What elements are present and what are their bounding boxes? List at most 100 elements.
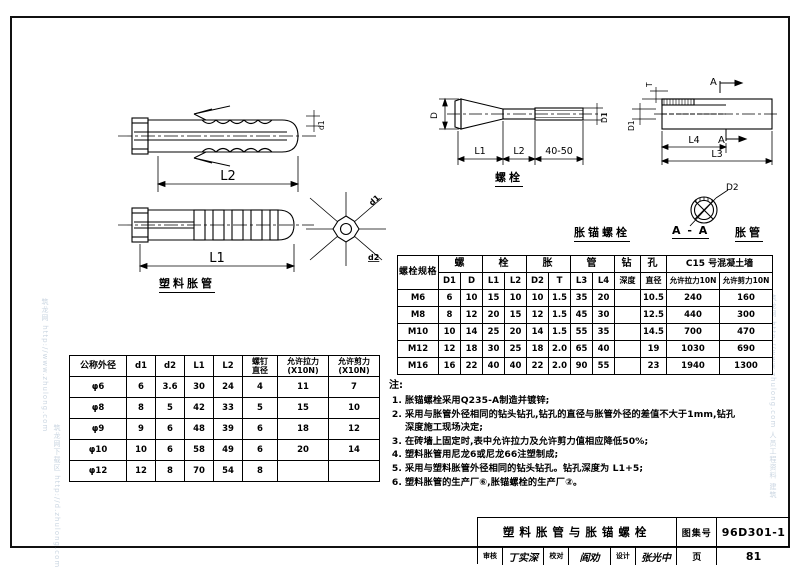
cell-value: 15 [482,289,505,307]
cell-value: 30 [592,306,615,324]
cell-value: 55 [592,357,615,375]
cell-value: 22 [460,357,483,375]
th-allow-shear: 允许剪力(X10N) [328,355,380,377]
cell-value [277,460,329,482]
th-L1: L1 [482,272,505,290]
caption-bolt: 螺栓 [495,169,523,187]
cell-value: 23 [640,357,667,375]
approver-label: 审核 [478,547,503,565]
cell-value: 10 [460,289,483,307]
cell-value: 54 [213,460,243,482]
cell-value: 40 [504,357,527,375]
cell-od: φ8 [69,397,127,419]
cell-value: 1.5 [548,306,571,324]
cell-value: 42 [184,397,214,419]
th-D2: D2 [526,272,549,290]
cell-value: 7 [328,376,380,398]
note-item: 5. 采用与塑料胀管外径相同的钻头钻孔。钻孔深度为 L1+5; [389,462,739,476]
note-item: 6. 塑料胀管的生产厂⑥,胀锚螺栓的生产厂②。 [389,476,739,490]
figure-section-aa: D2 [689,183,739,227]
cell-value: 9 [126,418,156,440]
cell-spec: M6 [397,289,439,307]
dim-label-d1-small: d1 [317,120,326,130]
note-number: 2. [391,408,402,420]
cell-value: 470 [719,323,773,341]
cell-value: 8 [438,306,461,324]
cell-value: 58 [184,439,214,461]
cell-value: 12.5 [640,306,667,324]
cell-value: 55 [570,323,593,341]
note-number: 5. [391,463,402,475]
cell-value: 10.5 [640,289,667,307]
cell-value: 35 [570,289,593,307]
cell-spec: M12 [397,340,439,358]
notes-title: 注: [389,380,403,391]
dim-label-tube-L3: L3 [711,149,722,160]
caption-plastic-tube: 塑料胀管 [159,275,215,293]
th-D: D [460,272,483,290]
cell-value: 10 [438,323,461,341]
cell-value: 65 [570,340,593,358]
th-group-hole: 孔 [640,255,667,273]
table-row: φ10 10 6 58 49 6 20 14 [69,439,380,461]
caption-expansion-tube: 胀管 [735,224,763,242]
cell-value: 4 [242,376,278,398]
dim-label-bolt-thread: 40-50 [545,146,573,157]
table-row: φ12 12 8 70 54 8 [69,460,380,482]
figure-plastic-tube-bottom: L1 [118,207,314,272]
note-text: 塑料胀管用尼龙6或尼龙66注塑制成; [405,449,559,461]
cell-value [614,289,641,307]
page-label: 页 [677,547,718,565]
cell-od: φ6 [69,376,127,398]
cell-od: φ10 [69,439,127,461]
th-nominal-od: 公称外径 [69,355,127,377]
cell-value: 15 [504,306,527,324]
note-item: 1. 胀锚螺栓采用Q235-A制造并镀锌; [389,394,739,408]
th-allow-tension: 允许拉力10N [666,272,720,290]
designer-label: 设计 [611,547,636,565]
atlas-number-label: 图集号 [677,518,718,546]
cell-value [328,460,380,482]
th-group-drill: 钻 [614,255,641,273]
watermark-right: 筑龙网 http://www.zhulong.com 人员工程资料 建筑 [769,294,777,499]
figure-plastic-tube-top: L2 d1 [118,105,326,192]
cell-value: 8 [242,460,278,482]
cell-value: 25 [482,323,505,341]
cell-value: 440 [666,306,720,324]
note-text: 采用与塑料胀管外径相同的钻头钻孔。钻孔深度为 L1+5; [405,463,644,475]
notes-block: 注: 1. 胀锚螺栓采用Q235-A制造并镀锌; 2. 采用与胀管外径相同的钻头… [389,376,739,489]
cell-value: 35 [592,323,615,341]
cell-value: 12 [526,306,549,324]
cell-value: 3.6 [155,376,185,398]
note-number: 1. [391,395,402,406]
cell-value: 20 [277,439,329,461]
cell-value: 10 [126,439,156,461]
note-item: 3. 在砖墙上固定时,表中允许拉力及允许剪力值相应降低50%; [389,435,739,449]
cell-value: 6 [242,439,278,461]
th-diameter: 直径 [640,272,667,290]
cell-value: 14 [328,439,380,461]
th-group-expand: 胀 [526,255,571,273]
cell-value: 5 [155,397,185,419]
note-item: 2. 采用与胀管外径相同的钻头钻孔,钻孔的直径与胀管外径的差值不大于1mm,钻孔… [389,408,739,435]
cell-value: 24 [213,376,243,398]
cell-value: 40 [482,357,505,375]
th-L2: L2 [504,272,527,290]
th-D1: D1 [438,272,461,290]
dim-label-tube-D1: D1 [627,120,636,131]
table-row: M16 16 22 40 40 22 2.0 90 55 23 1940 130… [397,357,773,375]
note-number: 6. [391,476,402,488]
cell-value: 14.5 [640,323,667,341]
title-block-top-row: 塑料胀管与胀锚螺栓 图集号 96D301-1 [478,518,790,546]
cell-value: 20 [592,289,615,307]
cell-value: 5 [242,397,278,419]
cell-value: 40 [592,340,615,358]
table-row: φ8 8 5 42 33 5 15 10 [69,397,380,419]
section-mark-A-bottom: A [718,135,725,146]
th-L2: L2 [213,355,243,377]
th-T: T [548,272,571,290]
cell-value: 22 [526,357,549,375]
dim-label-bolt-L1: L1 [474,146,485,157]
th-d1: d1 [126,355,156,377]
cell-value: 15 [277,397,329,419]
